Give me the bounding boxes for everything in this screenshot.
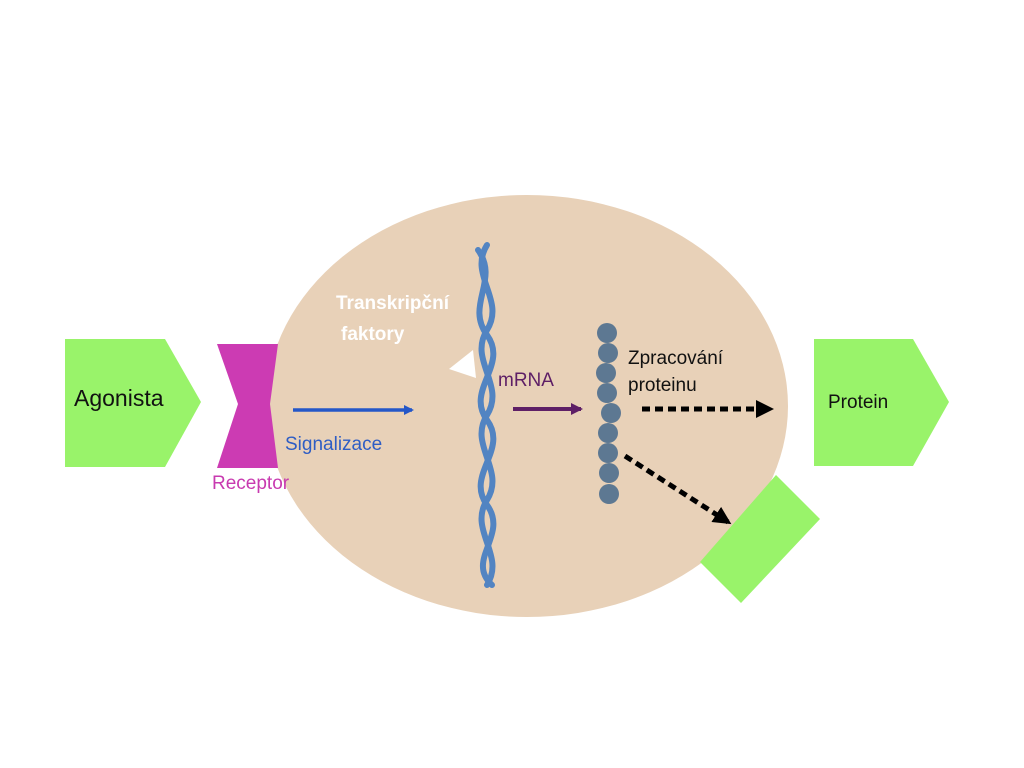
bead [598, 443, 618, 463]
bead [597, 383, 617, 403]
agonist-label: Agonista [74, 385, 164, 411]
bead [598, 423, 618, 443]
cell [266, 195, 788, 617]
mrna-label: mRNA [498, 370, 554, 391]
protein-processing-label-line2: proteinu [628, 375, 697, 396]
protein-label: Protein [828, 392, 888, 413]
dna-strand-b [475, 247, 497, 588]
transcription-factors-label-line2: faktory [341, 324, 405, 345]
protein-processing-label-line1: Zpracování [628, 348, 724, 369]
bead [597, 323, 617, 343]
membrane-arrow [623, 453, 732, 525]
bead [596, 363, 616, 383]
bead [598, 343, 618, 363]
dna-double-helix-icon [475, 242, 497, 588]
agonist-shape [65, 339, 201, 467]
receptor-label: Receptor [212, 473, 290, 494]
peptide-bead-chain-icon [596, 323, 621, 504]
transcription-factors-label-line1: Transkripční [336, 293, 450, 314]
bead [599, 463, 619, 483]
signaling-label: Signalizace [285, 434, 382, 455]
protein-shape [814, 339, 949, 466]
membrane-protein-shape [700, 475, 820, 603]
bead [601, 403, 621, 423]
transcription-factor-triangle [449, 350, 476, 378]
bead [599, 484, 619, 504]
receptor-shape [217, 344, 278, 468]
